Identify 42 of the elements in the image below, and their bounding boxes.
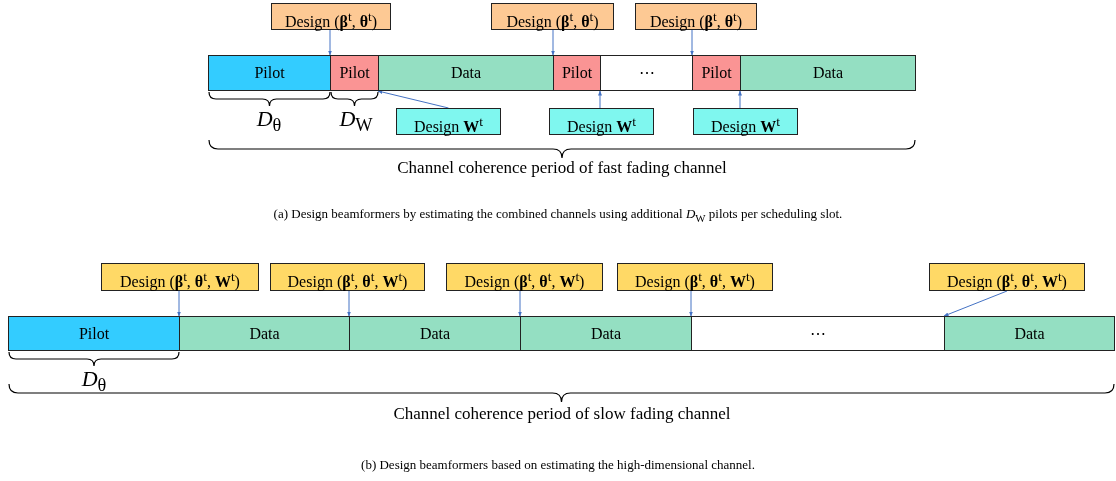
dimension-label: D$_{θ}$ — [81, 366, 107, 397]
frame-segment: Data — [378, 55, 554, 91]
design-box: Design (β$^{t}$, θ$^{t}$, W$^{t}$) — [270, 263, 425, 291]
design-box: Design W$^{t}$ — [549, 108, 654, 135]
caption: (a) Design beamformers by estimating the combined channels using additional D$_{W}$ pilots per scheduling slot. — [273, 206, 843, 224]
design-box: Design (β$^{t}$, θ$^{t}$, W$^{t}$) — [101, 263, 259, 291]
dimension-label: D$_{θ}$ — [256, 106, 282, 137]
arrow — [551, 29, 555, 56]
design-box: Design (β$^{t}$, θ$^{t}$, W$^{t}$) — [617, 263, 773, 291]
caption: (b) Design beamformers based on estimating the high-dimensional channel. — [361, 457, 755, 473]
arrow — [177, 290, 181, 317]
frame-segment: Data — [520, 316, 692, 351]
arrow — [377, 90, 449, 109]
arrow — [347, 290, 351, 317]
design-box: Design (β$^{t}$, θ$^{t}$, W$^{t}$) — [446, 263, 603, 291]
frame-segment: Pilot — [692, 55, 741, 91]
brace-label: Channel coherence period of slow fading channel — [393, 404, 731, 424]
frame-segment: ⋯ — [600, 55, 693, 91]
frame-segment: Pilot — [8, 316, 180, 351]
frame-segment: ⋯ — [691, 316, 945, 351]
arrow — [518, 290, 522, 317]
design-box: Design (β$^{t}$, θ$^{t}$) — [491, 3, 614, 30]
frame-segment: Data — [944, 316, 1115, 351]
frame-segment: Data — [349, 316, 521, 351]
design-box: Design (β$^{t}$, θ$^{t}$, W$^{t}$) — [929, 263, 1085, 291]
frame-segment: Pilot — [553, 55, 601, 91]
arrow — [689, 290, 693, 317]
frame-segment: Pilot — [208, 55, 331, 91]
dimension-label: D$_{W}$ — [339, 106, 373, 137]
frame-segment: Data — [740, 55, 916, 91]
frame-segment: Pilot — [330, 55, 379, 91]
design-box: Design (β$^{t}$, θ$^{t}$) — [271, 3, 391, 30]
arrow — [690, 29, 694, 56]
arrow — [598, 90, 602, 109]
arrow — [943, 290, 1008, 317]
arrow — [738, 90, 742, 109]
frame-segment: Data — [179, 316, 350, 351]
design-box: Design (β$^{t}$, θ$^{t}$) — [635, 3, 757, 30]
brace-label: Channel coherence period of fast fading channel — [397, 158, 727, 178]
design-box: Design W$^{t}$ — [396, 108, 501, 135]
design-box: Design W$^{t}$ — [693, 108, 798, 135]
arrow — [328, 29, 332, 56]
